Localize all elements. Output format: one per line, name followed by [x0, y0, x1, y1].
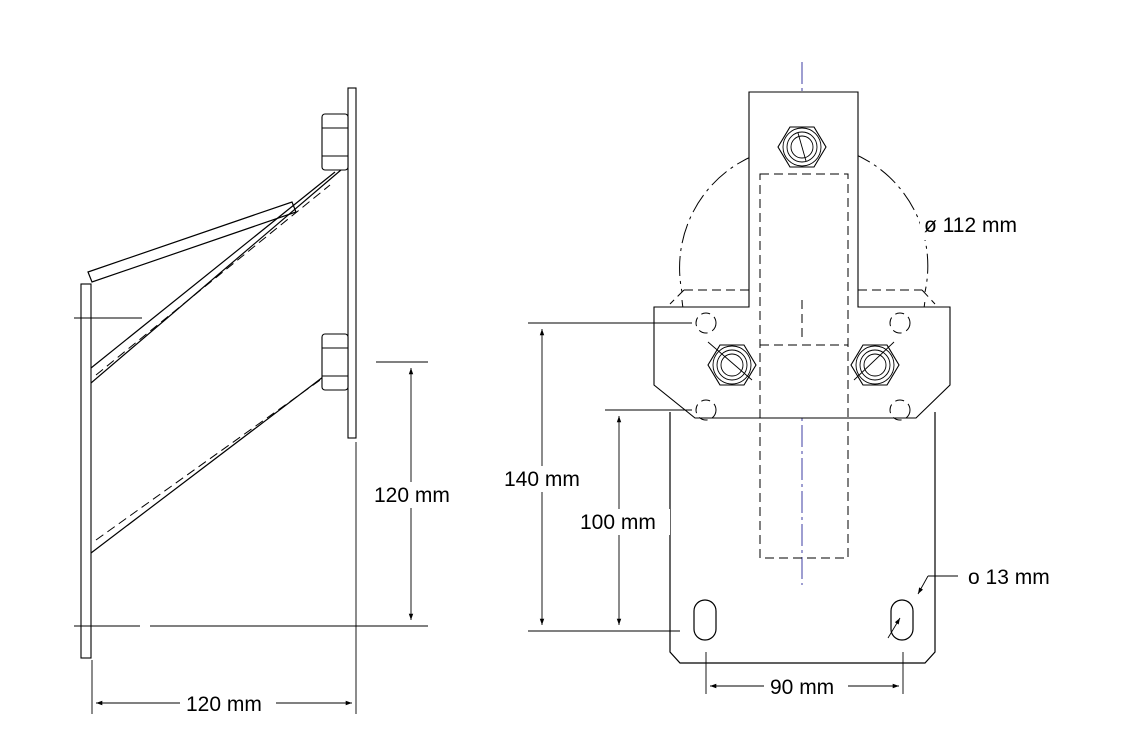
side-width-label: 120 mm: [186, 693, 262, 716]
side-top-nut: [321, 113, 349, 171]
front-clamp-plate: [653, 91, 951, 419]
dim-90-label: 90 mm: [770, 676, 834, 699]
corner-hole: [889, 312, 911, 334]
mounting-slot-right: [890, 599, 914, 641]
side-height-label: 120 mm: [374, 484, 450, 507]
pcd-circle: [679, 154, 756, 293]
side-wall-plate: [347, 87, 357, 439]
front-right-nut: [850, 344, 900, 386]
side-view: 120 mm 120 mm: [74, 87, 466, 716]
corner-hole: [695, 399, 717, 421]
dim-100-label: 100 mm: [580, 511, 656, 534]
hole-diameter-label: o 13 mm: [968, 566, 1050, 589]
side-pole-plate: [80, 283, 92, 659]
circle-diameter-label: ø 112 mm: [924, 214, 1017, 237]
front-back-plate: [669, 412, 936, 664]
front-left-nut: [707, 344, 757, 386]
front-view: 140 mm 100 mm 90 mm o 13 mm ø 112 mm: [500, 62, 1050, 699]
corner-hole: [889, 399, 911, 421]
side-top-flatbar: [87, 201, 297, 283]
mounting-slot-left: [693, 599, 717, 641]
corner-hole: [695, 312, 717, 334]
dim-140-label: 140 mm: [504, 468, 580, 491]
hole-leader: [917, 575, 929, 595]
side-lower-nut: [321, 333, 349, 391]
